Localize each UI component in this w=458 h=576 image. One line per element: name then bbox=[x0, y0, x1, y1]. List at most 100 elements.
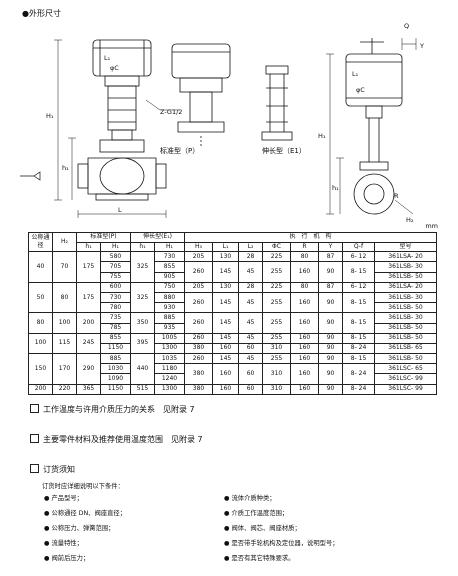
th-sub: H₁ bbox=[100, 241, 131, 253]
table-cell: 515 bbox=[130, 383, 155, 395]
table-cell: 255 bbox=[262, 353, 292, 365]
th-sub: H₁ bbox=[153, 241, 186, 253]
table-cell: 8- 24 bbox=[342, 363, 376, 385]
th-extended: 伸长型(E₁) bbox=[129, 232, 186, 243]
table-cell: 361LSA- 20 bbox=[374, 281, 438, 293]
label-y: Y bbox=[419, 42, 424, 50]
table-cell: 905 bbox=[153, 271, 186, 283]
label-h1-small: h₁ bbox=[62, 164, 69, 172]
table-cell: 160 bbox=[212, 383, 240, 395]
label-l1-side: L₁ bbox=[352, 70, 359, 78]
table-cell: 160 bbox=[290, 261, 320, 283]
table-cell: 1300 bbox=[153, 383, 186, 395]
th-sub: h₁ bbox=[130, 241, 155, 253]
order-item: ● 是否带手轮机构及定位器，说明型号； bbox=[224, 540, 339, 547]
table-cell: 255 bbox=[262, 261, 292, 283]
table-cell: 255 bbox=[262, 312, 292, 334]
section-title: ●外形尺寸 bbox=[22, 9, 61, 18]
label-h1: H₁ bbox=[46, 112, 54, 120]
table-cell: 365 bbox=[76, 383, 101, 395]
table-cell: 160 bbox=[212, 363, 240, 385]
table-cell: 325 bbox=[130, 281, 155, 314]
table-cell: 60 bbox=[238, 342, 264, 355]
standard-caption: 标准型（P） bbox=[160, 147, 200, 155]
order-item: ● 阀体、阀芯、阀座材质； bbox=[224, 525, 301, 532]
unit-label: mm bbox=[425, 222, 438, 230]
order-item: ● 阀前后压力； bbox=[44, 555, 90, 562]
note-temperature: 工作温度与许用介质压力的关系 见附录 7 bbox=[30, 404, 195, 415]
table-cell: 45 bbox=[238, 261, 264, 283]
table-cell: 225 bbox=[262, 281, 292, 293]
table-cell: 45 bbox=[238, 312, 264, 334]
order-item: ● 流量特性； bbox=[44, 540, 83, 547]
table-cell: 87 bbox=[318, 281, 344, 293]
table-cell: 90 bbox=[318, 342, 344, 355]
table-cell: 145 bbox=[212, 312, 240, 334]
table-cell: 60 bbox=[238, 363, 264, 385]
table-cell: 170 bbox=[52, 353, 77, 385]
label-phic-side: φC bbox=[356, 86, 365, 94]
table-cell: 1035 bbox=[153, 353, 186, 365]
table-cell: 160 bbox=[290, 312, 320, 334]
table-cell: 80 bbox=[52, 281, 77, 314]
table-cell: 380 bbox=[184, 363, 214, 385]
table-cell: 6- 12 bbox=[342, 281, 376, 293]
table-cell: 290 bbox=[76, 353, 101, 385]
table-cell: 1090 bbox=[100, 373, 131, 385]
order-item: ● 公称通径 DN、阀座直径； bbox=[44, 510, 127, 517]
label-phic: φC bbox=[110, 64, 119, 72]
table-cell: 310 bbox=[262, 383, 292, 395]
table-cell: 40 bbox=[28, 251, 53, 283]
table-cell: 395 bbox=[130, 332, 155, 355]
checkbox-icon bbox=[30, 434, 39, 443]
table-cell: 245 bbox=[76, 332, 101, 355]
label-q: Q bbox=[404, 22, 409, 30]
table-cell: 361LSB- 30 bbox=[374, 312, 438, 324]
table-cell: 380 bbox=[184, 342, 214, 355]
table-cell: 361LSB- 65 bbox=[374, 342, 438, 355]
table-cell: 145 bbox=[212, 332, 240, 344]
table-cell: 8- 24 bbox=[342, 342, 376, 355]
label-l: L bbox=[118, 206, 122, 214]
table-cell: 8- 24 bbox=[342, 383, 376, 395]
table-cell: 935 bbox=[153, 322, 186, 334]
table-cell: 350 bbox=[130, 312, 155, 334]
table-cell: 361LSC- 65 bbox=[374, 363, 438, 375]
th-sub: H₃ bbox=[184, 241, 214, 253]
table-cell: 130 bbox=[212, 251, 240, 263]
th-sub: L₂ bbox=[238, 241, 264, 253]
table-cell: 160 bbox=[290, 291, 320, 314]
table-cell: 885 bbox=[153, 312, 186, 324]
table-cell: 580 bbox=[100, 251, 131, 263]
table-cell: 205 bbox=[184, 251, 214, 263]
note-materials: 主要零件材料及推荐使用温度范围 见附录 7 bbox=[30, 434, 203, 445]
th-standard: 标准型(P) bbox=[76, 232, 131, 243]
label-h1-side: H₁ bbox=[318, 132, 326, 140]
table-cell: 205 bbox=[184, 281, 214, 293]
table-cell: 160 bbox=[212, 342, 240, 355]
table-cell: 60 bbox=[238, 383, 264, 395]
label-h2: H₂ bbox=[406, 216, 414, 224]
table-cell: 885 bbox=[100, 353, 131, 365]
table-cell: 160 bbox=[290, 363, 320, 385]
table-cell: 1240 bbox=[153, 373, 186, 385]
table-cell: 28 bbox=[238, 281, 264, 293]
table-cell: 755 bbox=[100, 271, 131, 283]
table-cell: 90 bbox=[318, 383, 344, 395]
order-item: ● 流体介质种类； bbox=[224, 495, 276, 502]
order-item: ● 介质工作温度范围； bbox=[224, 510, 289, 517]
table-cell: 8- 15 bbox=[342, 332, 376, 344]
side-view-drawing bbox=[326, 38, 417, 215]
table-cell: 310 bbox=[262, 342, 292, 355]
table-cell: 880 bbox=[153, 291, 186, 304]
dimension-drawings: L₁ φC Z-G1/2 H₁ h₁ L Q Y L₁ φC H₁ h₁ R H… bbox=[20, 22, 424, 224]
table-cell: 1180 bbox=[153, 363, 186, 375]
table-cell: 361LSB- 50 bbox=[374, 271, 438, 283]
table-cell: 45 bbox=[238, 332, 264, 344]
table-cell: 855 bbox=[100, 332, 131, 344]
th-sub: L₁ bbox=[212, 241, 240, 253]
